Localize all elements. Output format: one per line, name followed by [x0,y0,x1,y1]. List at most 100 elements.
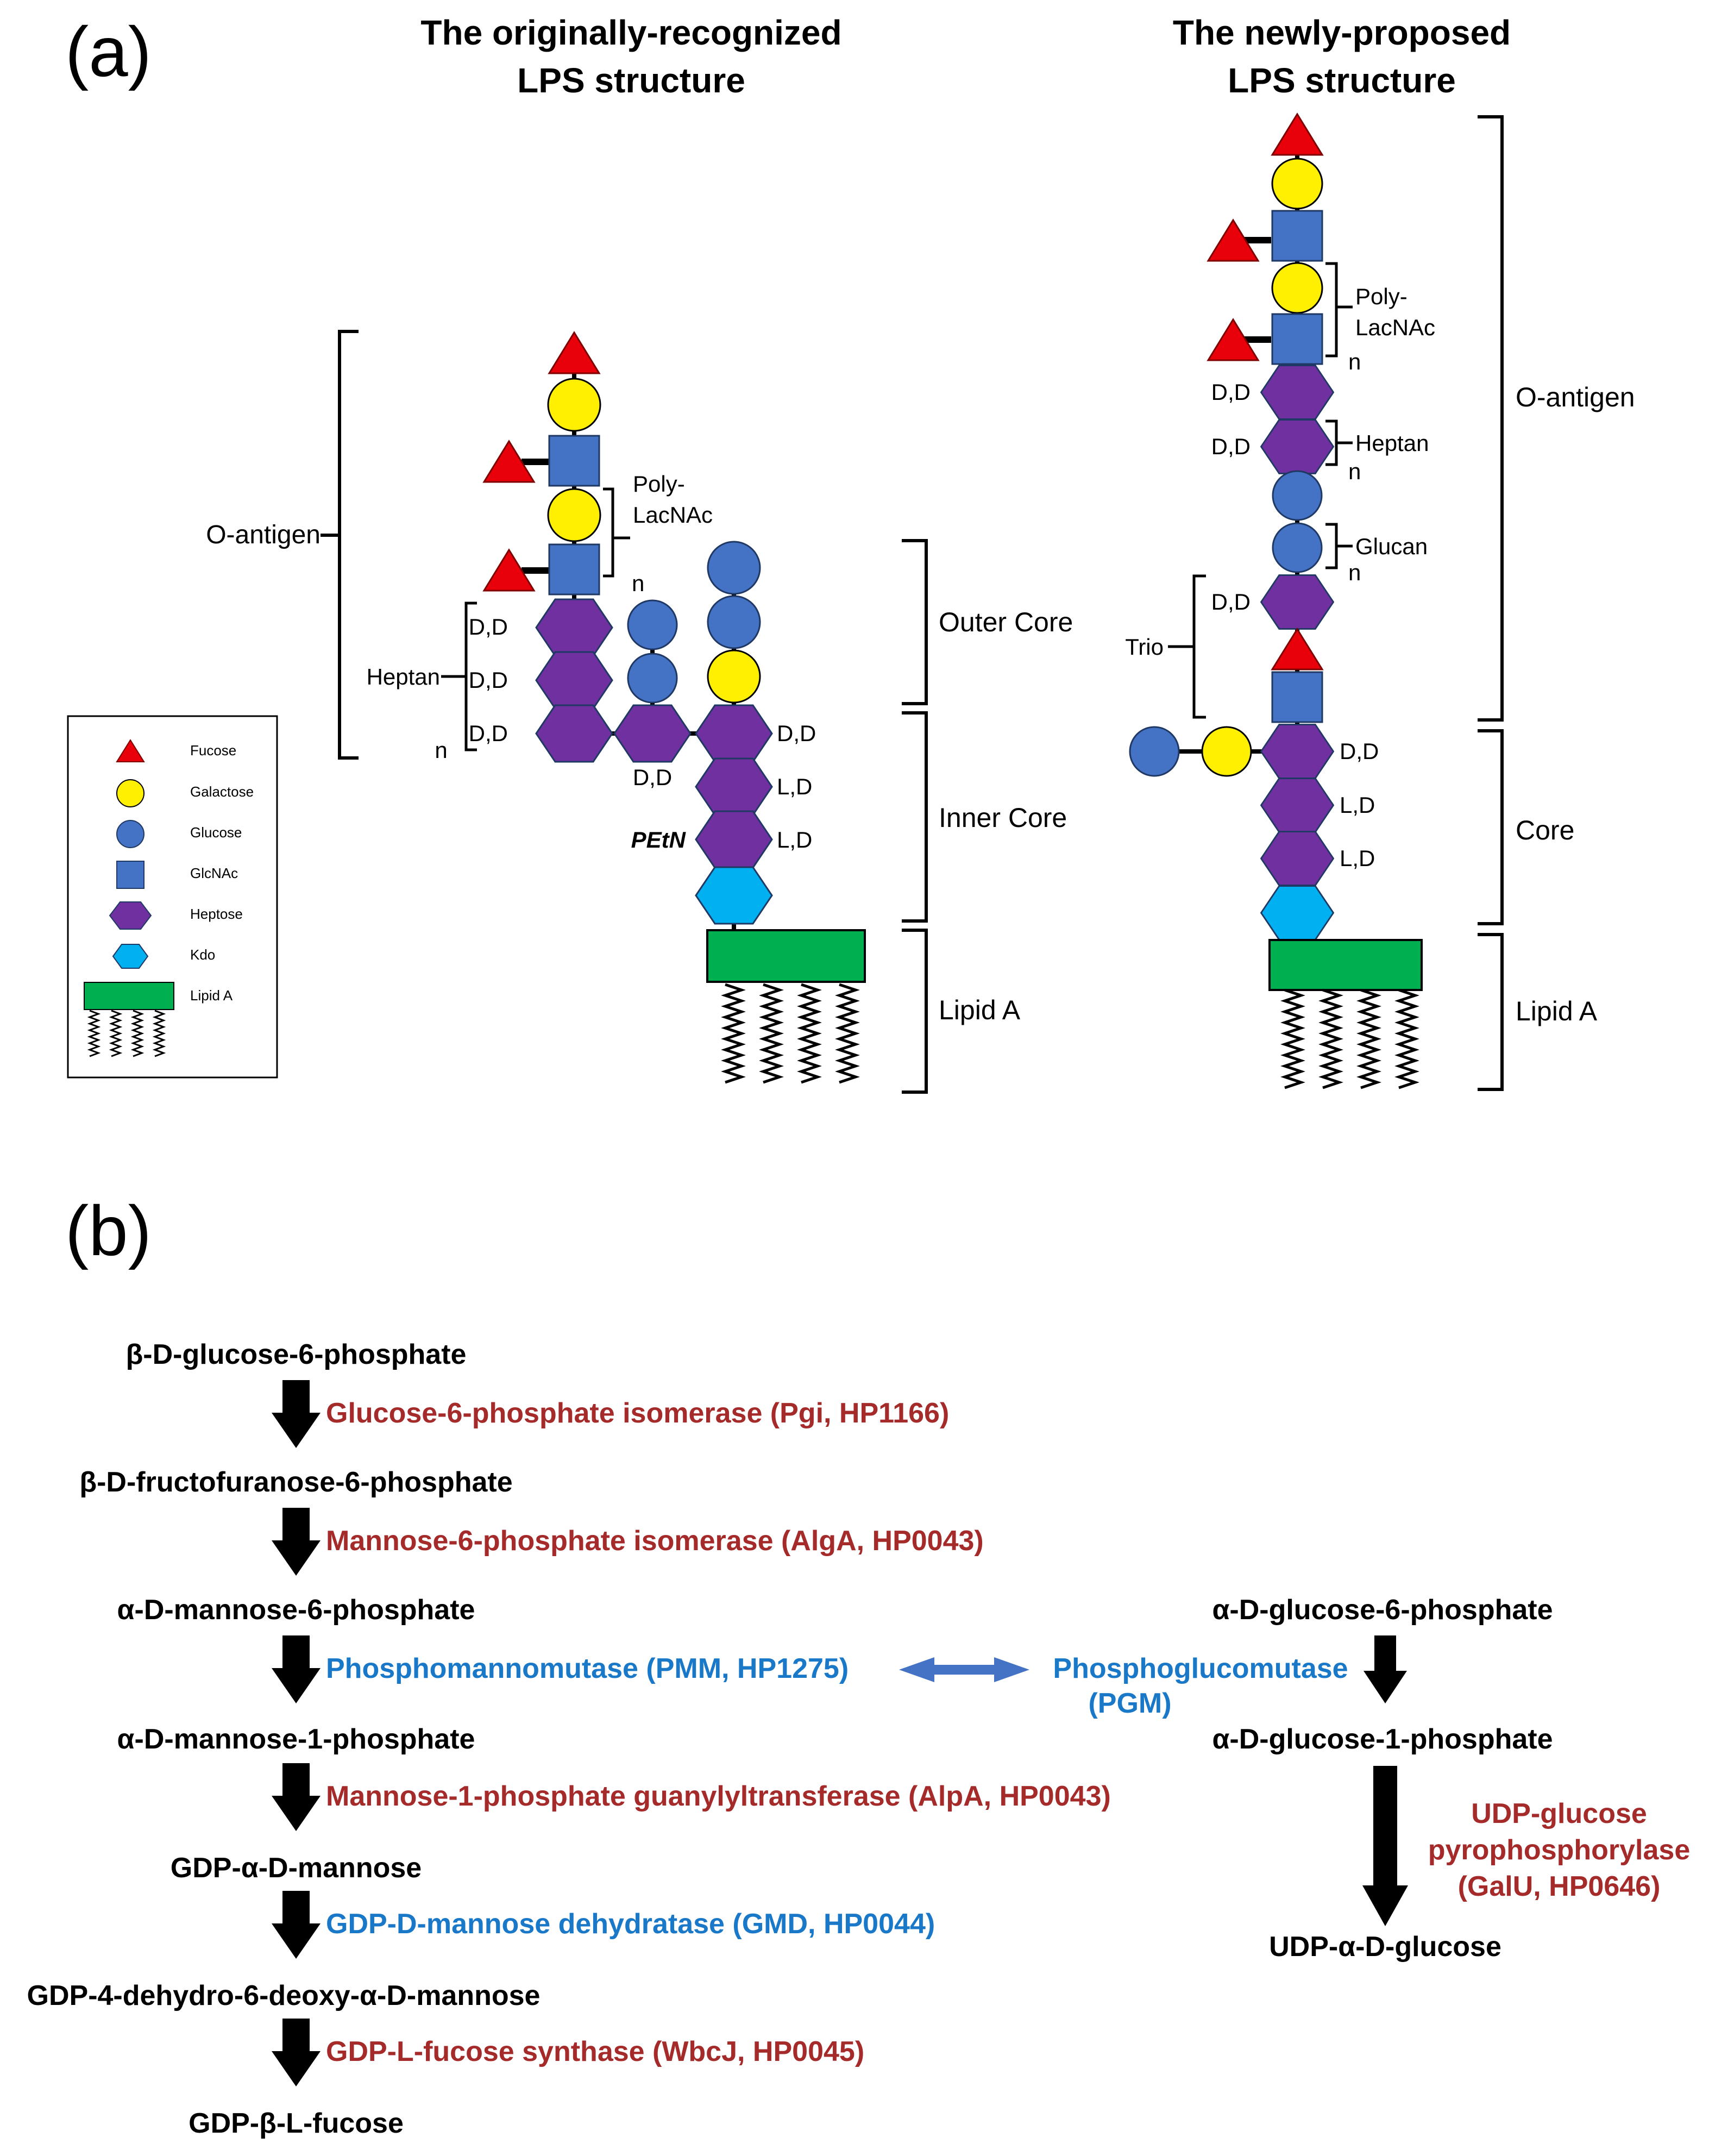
fucose-shape [1271,628,1324,670]
lipid-a-shape [1268,939,1423,991]
kdo-shape [1260,885,1334,941]
heptose-shape [535,651,613,710]
glcnac-shape [1271,313,1323,365]
dd-label: D,D [469,720,508,746]
glcnac-shape [548,543,600,596]
galactose-shape [1271,158,1323,210]
heptose-shape [695,810,773,869]
trio-label: Trio [1125,634,1164,660]
heptose-shape [695,757,773,816]
right-title-line1: The newly-proposed [1173,13,1511,52]
fucose-shape [1207,318,1260,361]
galactose-shape [1271,262,1323,314]
poly-lacnac-label: Poly- [1355,284,1408,309]
enzyme-label: Mannose-1-phosphate guanylyltransferase … [326,1781,1111,1812]
glcnac-shape [548,435,600,487]
lipid-a-shape [706,929,866,983]
bidirectional-arrow [899,1657,1029,1682]
lipid-a-label: Lipid A [1516,996,1598,1026]
heptose-shape [1260,419,1334,474]
compound-label: UDP-α-D-glucose [1269,1931,1501,1963]
fucose-legend-swatch [116,739,145,762]
original-lps-structure: D,D D,D D,D D,D D,D L,D L,D PEtN Heptan … [206,330,1073,1094]
heptose-shape [1260,831,1334,886]
fucose-shape [482,440,536,483]
heptose-shape [695,704,773,763]
outer-core-label: Outer Core [939,607,1073,637]
o-antigen-label: O-antigen [1516,382,1635,412]
panel-a-label: (a) [65,12,152,91]
poly-lacnac-label: LacNAc [1355,315,1435,340]
glucose-shape [1272,470,1323,521]
enzyme-label: (GalU, HP0646) [1458,1871,1661,1902]
glcnac-legend-swatch [116,861,144,889]
enzyme-label: pyrophosphorylase [1428,1834,1691,1866]
panel-b-label: (b) [65,1191,152,1270]
glucose-legend-swatch [116,820,144,848]
enzyme-label: GDP-L-fucose synthase (WbcJ, HP0045) [326,2036,864,2067]
legend-label: Lipid A [190,987,233,1004]
dd-label: D,D [1211,589,1251,615]
udp-glucose-pathway: α-D-glucose-6-phosphate α-D-glucose-1-ph… [1053,1594,1690,1963]
heptose-shape [1260,574,1334,630]
proposed-lps-structure: D,D D,D D,D D,D L,D L,D Poly- LacNAc n H… [1125,112,1635,1091]
gdp-fucose-pathway: β-D-glucose-6-phosphate β-D-fructofurano… [27,1339,1111,2139]
glucan-label: Glucan [1355,534,1428,559]
ld-label: L,D [777,774,812,799]
dd-label: D,D [1211,434,1251,459]
legend-label: Heptose [190,906,243,922]
compound-label: GDP-4-dehydro-6-deoxy-α-D-mannose [27,1980,541,2011]
heptose-shape [1260,724,1334,779]
compound-label: α-D-glucose-1-phosphate [1212,1723,1553,1755]
enzyme-label: Glucose-6-phosphate isomerase (Pgi, HP11… [326,1397,949,1429]
dd-label: D,D [469,667,508,693]
compound-label: β-D-fructofuranose-6-phosphate [79,1466,512,1498]
glucose-shape [707,541,761,595]
legend-label: Galactose [190,784,254,800]
legend-label: Fucose [190,742,236,759]
heptan-label: Heptan [1355,430,1429,456]
dd-label: D,D [1340,738,1379,764]
left-title-line2: LPS structure [517,61,745,100]
ld-label: L,D [1340,845,1375,871]
dd-label: D,D [469,614,508,640]
n-label: n [435,737,447,763]
heptan-label: Heptan [367,664,440,690]
enzyme-label: Phosphomannomutase (PMM, HP1275) [326,1653,849,1684]
heptose-legend-swatch [109,901,152,930]
enzyme-label: Mannose-6-phosphate isomerase (AlgA, HP0… [326,1525,984,1557]
poly-lacnac-label: LacNAc [633,502,713,528]
galactose-shape [547,378,601,432]
enzyme-label: (PGM) [1088,1688,1171,1719]
n-label: n [632,571,644,596]
heptose-shape [613,704,692,763]
glucose-shape [707,595,761,649]
lipid-a-label: Lipid A [939,995,1021,1025]
glcnac-shape [1271,210,1323,262]
galactose-shape [707,649,761,704]
glucose-shape [1129,726,1180,777]
legend-label: Kdo [190,947,215,963]
kdo-shape [695,866,773,925]
fucose-shape [548,331,601,374]
heptose-shape [1260,365,1334,420]
heptose-shape [535,704,613,763]
galactose-shape [1201,726,1252,777]
glucose-shape [627,653,678,704]
kdo-legend-swatch [112,944,149,969]
fucose-shape [1207,218,1260,262]
fucose-shape [482,548,536,592]
poly-lacnac-label: Poly- [633,471,685,497]
petn-label: PEtN [631,827,687,853]
n-label: n [1348,349,1361,374]
legend-label: Glucose [190,824,242,841]
fucose-shape [1271,112,1324,156]
n-label: n [1348,459,1361,484]
compound-label: α-D-mannose-6-phosphate [117,1594,475,1626]
enzyme-label: UDP-glucose [1471,1798,1647,1829]
dd-label: D,D [1211,379,1251,405]
o-antigen-label: O-antigen [206,521,321,549]
compound-label: β-D-glucose-6-phosphate [126,1339,467,1370]
right-title-line2: LPS structure [1228,61,1456,100]
compound-label: GDP-α-D-mannose [171,1852,422,1884]
